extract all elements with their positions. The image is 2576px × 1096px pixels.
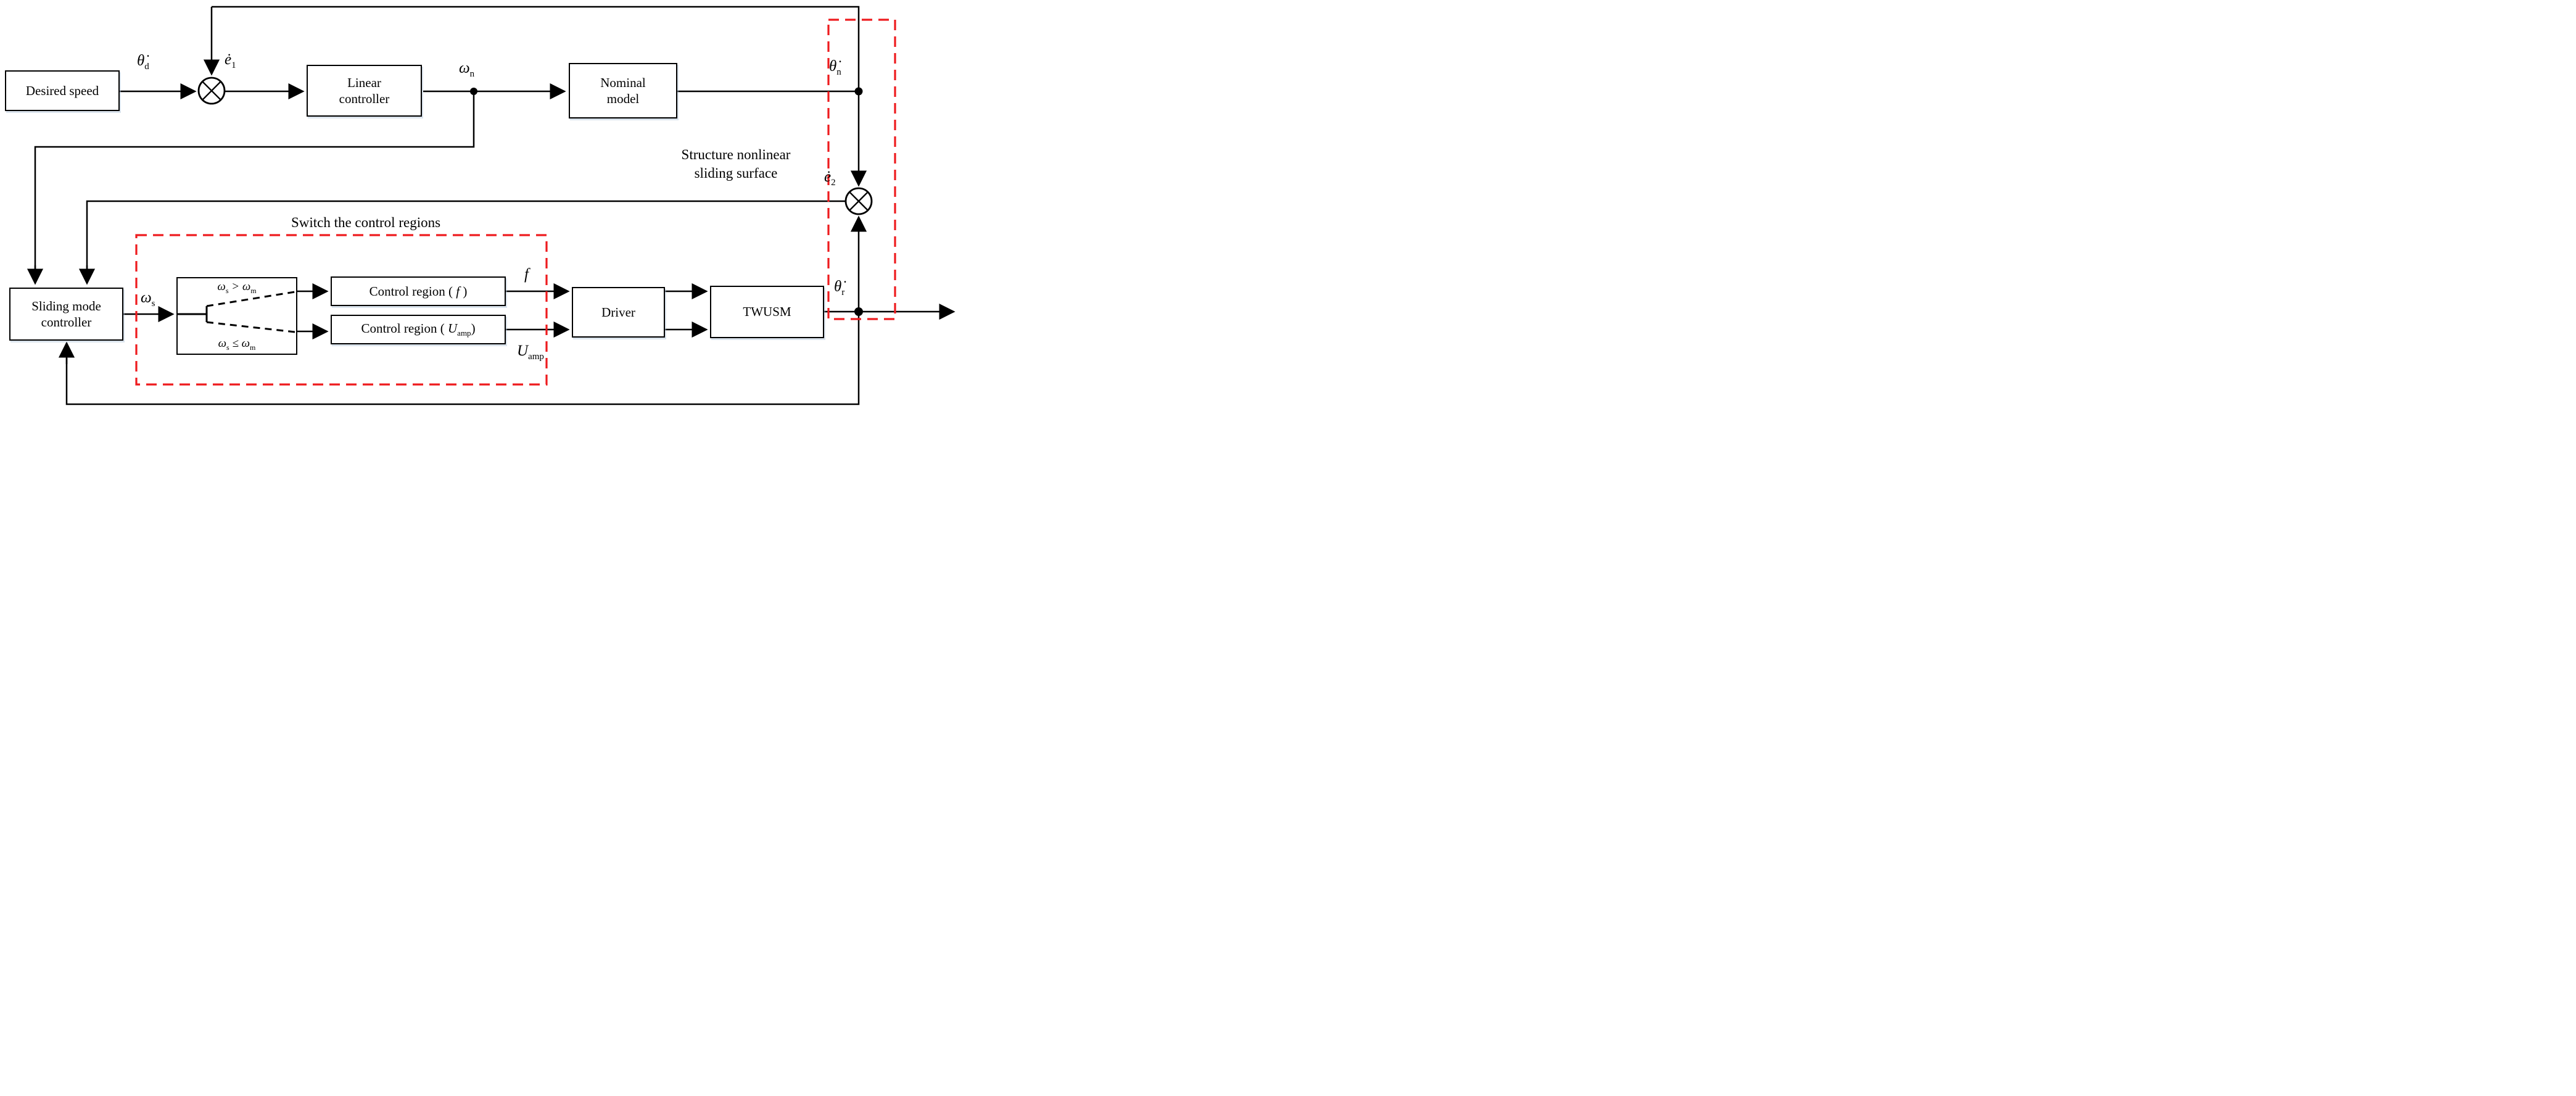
signal-theta-dot-d: θ̇d <box>137 52 149 72</box>
signal-theta-dot-r: θ̇r <box>834 278 845 297</box>
block-desired-speed: Desired speed <box>5 70 120 111</box>
summing-junction-1 <box>197 77 226 105</box>
block-region-switch: ωs > ωm ωs ≤ ωm <box>176 277 297 355</box>
feedback-bottom-line <box>65 312 860 405</box>
block-control-region-f: Control region ( f ) <box>331 276 506 306</box>
switch-dashed-upper <box>206 291 295 307</box>
signal-omega-s: ωs <box>141 289 155 309</box>
block-linear-controller-line2: controller <box>339 91 390 106</box>
summing-junction-2 <box>844 187 873 215</box>
switch-dashed-lower <box>206 321 295 333</box>
dashed-region-switch-control <box>135 234 548 386</box>
condition-lower-label: ωs ≤ ωm <box>218 337 256 352</box>
annotation-switch-control-regions: Switch the control regions <box>291 215 441 230</box>
signal-u-amp: Uamp <box>517 342 544 362</box>
condition-upper-label: ωs > ωm <box>217 280 257 295</box>
omega-n-branch-line <box>34 91 475 281</box>
annotation-sliding-surface: Structure nonlinear sliding surface <box>643 146 828 183</box>
signal-e-dot-2: ė2 <box>824 168 836 188</box>
block-twusm: TWUSM <box>710 286 824 338</box>
block-linear-controller: Linear controller <box>307 65 422 117</box>
block-nominal-model-line1: Nominal <box>600 75 646 90</box>
signal-f: f <box>524 266 529 283</box>
block-nominal-model-line2: model <box>606 91 640 106</box>
annotation-sliding-surface-line2: sliding surface <box>694 165 778 181</box>
dashed-region-sliding-surface <box>827 19 896 320</box>
block-driver-label: Driver <box>601 304 635 320</box>
signal-e-dot-1: ė1 <box>225 51 236 70</box>
block-linear-controller-line1: Linear <box>347 75 381 90</box>
branch-dot-theta-r <box>854 307 863 316</box>
branch-dot-theta-n <box>854 87 863 96</box>
e2-feedback-line <box>86 200 846 272</box>
block-driver: Driver <box>572 287 665 338</box>
block-nominal-model: Nominal model <box>569 63 677 118</box>
control-region-uamp-text: Control region ( Uamp) <box>361 321 476 338</box>
signal-omega-n: ωn <box>459 60 475 79</box>
block-smc-line1: Sliding mode <box>31 298 101 313</box>
block-diagram-canvas: Desired speed Linear controller Nominal … <box>0 0 966 411</box>
control-region-f-text: Control region ( f ) <box>369 283 468 299</box>
feedback-top-line <box>212 6 860 91</box>
block-control-region-uamp: Control region ( Uamp) <box>331 315 506 344</box>
block-twusm-label: TWUSM <box>743 304 791 320</box>
block-smc-line2: controller <box>41 315 92 330</box>
branch-dot-omega-n <box>470 88 477 95</box>
diagram-wiring-layer <box>27 6 956 405</box>
signal-theta-dot-n: θ̇n <box>829 58 841 77</box>
block-desired-speed-label: Desired speed <box>25 83 99 98</box>
annotation-sliding-surface-line1: Structure nonlinear <box>681 147 791 162</box>
block-sliding-mode-controller: Sliding mode controller <box>9 288 123 341</box>
